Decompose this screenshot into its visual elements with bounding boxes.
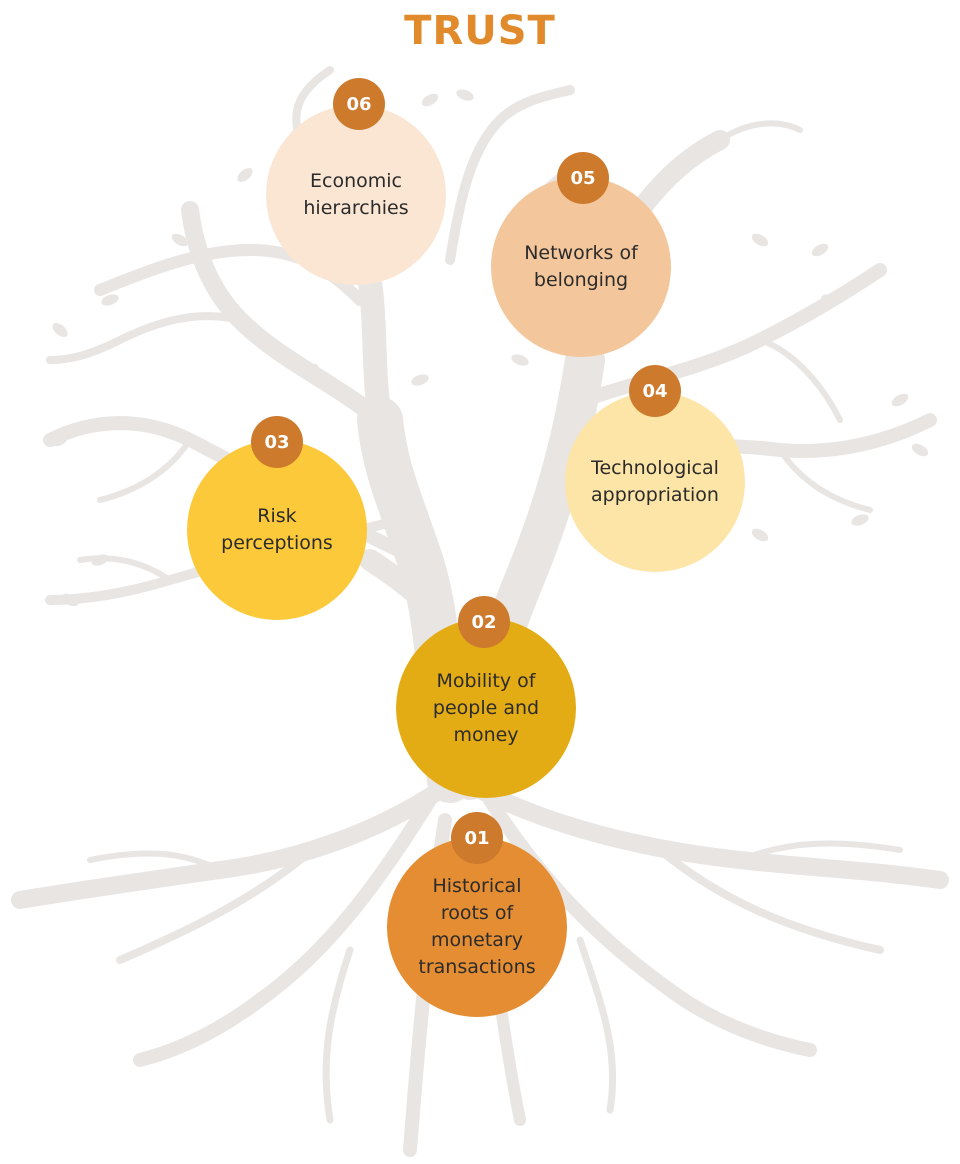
node-03: Risk perceptions [187,440,367,620]
node-02-badge: 02 [458,596,510,648]
node-02: Mobility of people and money [396,618,576,798]
node-01-label: Historical roots of monetary transaction… [418,875,536,978]
node-04-label: Technological appropriation [591,457,719,506]
node-05-badge: 05 [557,152,609,204]
diagram-title: TRUST [404,8,556,54]
node-03-badge: 03 [251,416,303,468]
node-05-label: Networks of belonging [524,242,638,291]
node-01-badge: 01 [451,812,503,864]
node-06-badge: 06 [333,78,385,130]
node-01: Historical roots of monetary transaction… [387,837,567,1017]
node-02-label: Mobility of people and money [432,669,540,746]
node-03-label: Risk perceptions [221,505,333,554]
node-06: Economic hierarchies [266,105,446,285]
node-04: Technological appropriation [565,392,745,572]
node-04-badge: 04 [629,365,681,417]
node-06-label: Economic hierarchies [303,170,409,219]
node-05: Networks of belonging [491,177,671,357]
